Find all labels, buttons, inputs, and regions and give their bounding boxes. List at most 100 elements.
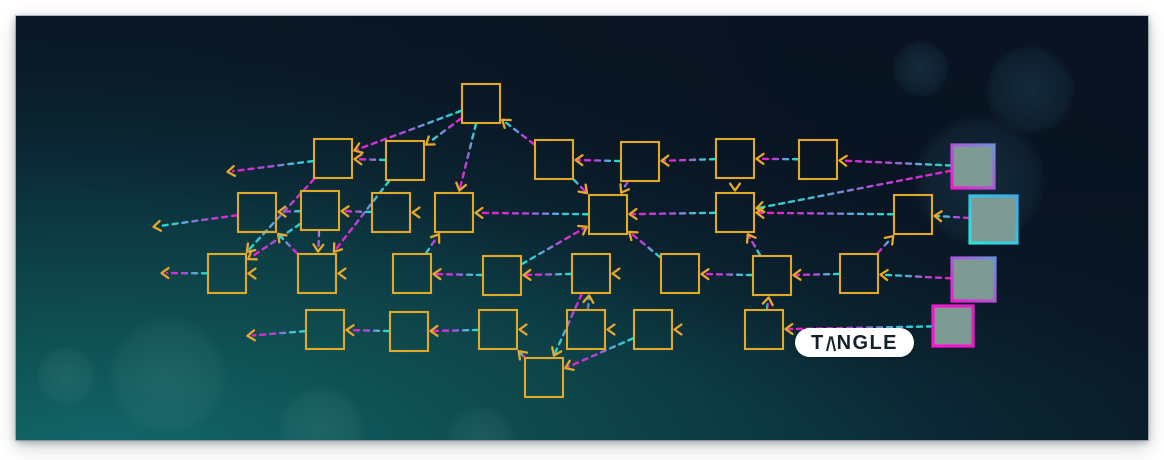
graph-node[interactable] xyxy=(206,252,248,295)
edge-arrowhead xyxy=(619,183,631,194)
graph-edge xyxy=(554,292,583,354)
graph-node[interactable] xyxy=(565,308,607,351)
graph-edge xyxy=(356,109,463,151)
graph-edge xyxy=(343,209,373,214)
edge-arrowhead xyxy=(728,182,742,192)
graph-terminal-node[interactable] xyxy=(931,304,975,348)
graph-edge xyxy=(936,214,971,220)
edge-arrowhead xyxy=(432,268,442,281)
edge-arrowhead xyxy=(879,268,889,282)
edge-arrowhead xyxy=(660,154,670,167)
graph-terminal-node[interactable] xyxy=(950,256,997,303)
graph-edge xyxy=(503,120,536,146)
graph-edge xyxy=(427,117,463,144)
wordmark-letter: N xyxy=(836,331,853,354)
graph-edge xyxy=(758,169,953,209)
graph-node[interactable] xyxy=(751,254,793,297)
edge-arrowhead xyxy=(312,243,325,253)
graph-node[interactable] xyxy=(632,308,674,351)
edge-arrowhead xyxy=(582,294,595,304)
edge-arrowhead xyxy=(700,268,710,281)
graph-node[interactable] xyxy=(714,137,756,180)
graph-node[interactable] xyxy=(296,252,338,295)
edge-arrowhead xyxy=(628,230,639,242)
graph-edge xyxy=(424,235,439,255)
edge-arrowhead xyxy=(611,267,621,280)
edge-arrowhead xyxy=(517,349,529,361)
edge-arrowhead xyxy=(247,249,258,261)
graph-node[interactable] xyxy=(388,310,430,353)
graph-node[interactable] xyxy=(523,356,565,399)
wordmark-letter: T xyxy=(811,331,825,354)
graph-edge xyxy=(630,232,662,259)
graph-node[interactable] xyxy=(299,189,341,232)
graph-edge xyxy=(519,352,526,359)
graph-node[interactable] xyxy=(838,252,880,295)
graph-node[interactable] xyxy=(477,308,519,351)
edge-arrowhead xyxy=(337,267,347,280)
edge-arrowhead xyxy=(245,242,257,254)
edge-arrowhead xyxy=(474,206,484,219)
graph-node[interactable] xyxy=(797,138,839,181)
wordmark-letter: L xyxy=(869,331,884,354)
graph-node[interactable] xyxy=(236,191,278,234)
edge-arrowhead xyxy=(353,142,364,154)
edge-arrowhead xyxy=(277,205,287,218)
graph-node[interactable] xyxy=(370,191,412,234)
wordmark-letter: E xyxy=(883,331,898,354)
edge-arrowhead xyxy=(792,268,802,281)
graph-edge xyxy=(435,272,484,277)
edge-arrowhead xyxy=(761,296,774,307)
graph-node[interactable] xyxy=(481,254,523,297)
graph-terminal-node[interactable] xyxy=(950,143,996,190)
graph-node[interactable] xyxy=(659,252,701,295)
graph-node[interactable] xyxy=(312,137,354,180)
edge-arrowhead xyxy=(276,232,288,244)
graph-edge xyxy=(477,211,590,216)
graph-edge xyxy=(567,337,635,368)
graph-edge xyxy=(882,273,953,280)
edge-arrowhead xyxy=(522,268,532,281)
tangle-dag-graph xyxy=(152,82,1019,399)
edge-arrowhead xyxy=(246,329,256,342)
edge-arrowhead xyxy=(755,201,766,214)
graph-node[interactable] xyxy=(384,139,426,182)
graph-edge xyxy=(631,211,717,216)
edge-arrowhead xyxy=(226,164,237,177)
graph-node[interactable] xyxy=(391,252,433,295)
edge-arrowhead xyxy=(673,323,683,336)
graph-edge xyxy=(317,229,321,250)
graph-node[interactable] xyxy=(587,193,629,236)
graph-edge xyxy=(572,178,586,192)
graph-edge xyxy=(348,328,391,333)
graph-node[interactable] xyxy=(570,252,612,295)
edge-arrowhead xyxy=(429,324,439,337)
graph-edge xyxy=(577,158,622,163)
graph-edge xyxy=(459,122,478,189)
graph-node[interactable] xyxy=(714,191,756,234)
graph-node[interactable] xyxy=(619,140,661,183)
graph-node[interactable] xyxy=(743,308,785,351)
graph-edge xyxy=(520,227,585,266)
graph-node[interactable] xyxy=(433,191,475,234)
edge-arrowhead xyxy=(574,154,584,167)
graph-edge xyxy=(621,180,629,191)
graph-node[interactable] xyxy=(533,138,575,181)
graph-node[interactable] xyxy=(460,82,502,125)
graph-edge xyxy=(841,159,953,167)
graph-edge xyxy=(703,272,754,277)
edge-arrowhead xyxy=(838,154,848,167)
edge-arrowhead xyxy=(577,224,588,236)
edge-arrowhead xyxy=(577,183,589,195)
edge-arrowhead xyxy=(551,346,563,357)
edge-arrowhead xyxy=(606,323,616,336)
graph-edge xyxy=(663,157,717,162)
graph-node[interactable] xyxy=(304,308,346,351)
graph-node[interactable] xyxy=(892,193,934,236)
graph-terminal-node[interactable] xyxy=(968,194,1019,245)
edge-arrowhead xyxy=(755,206,765,219)
edge-arrowhead xyxy=(152,219,163,232)
